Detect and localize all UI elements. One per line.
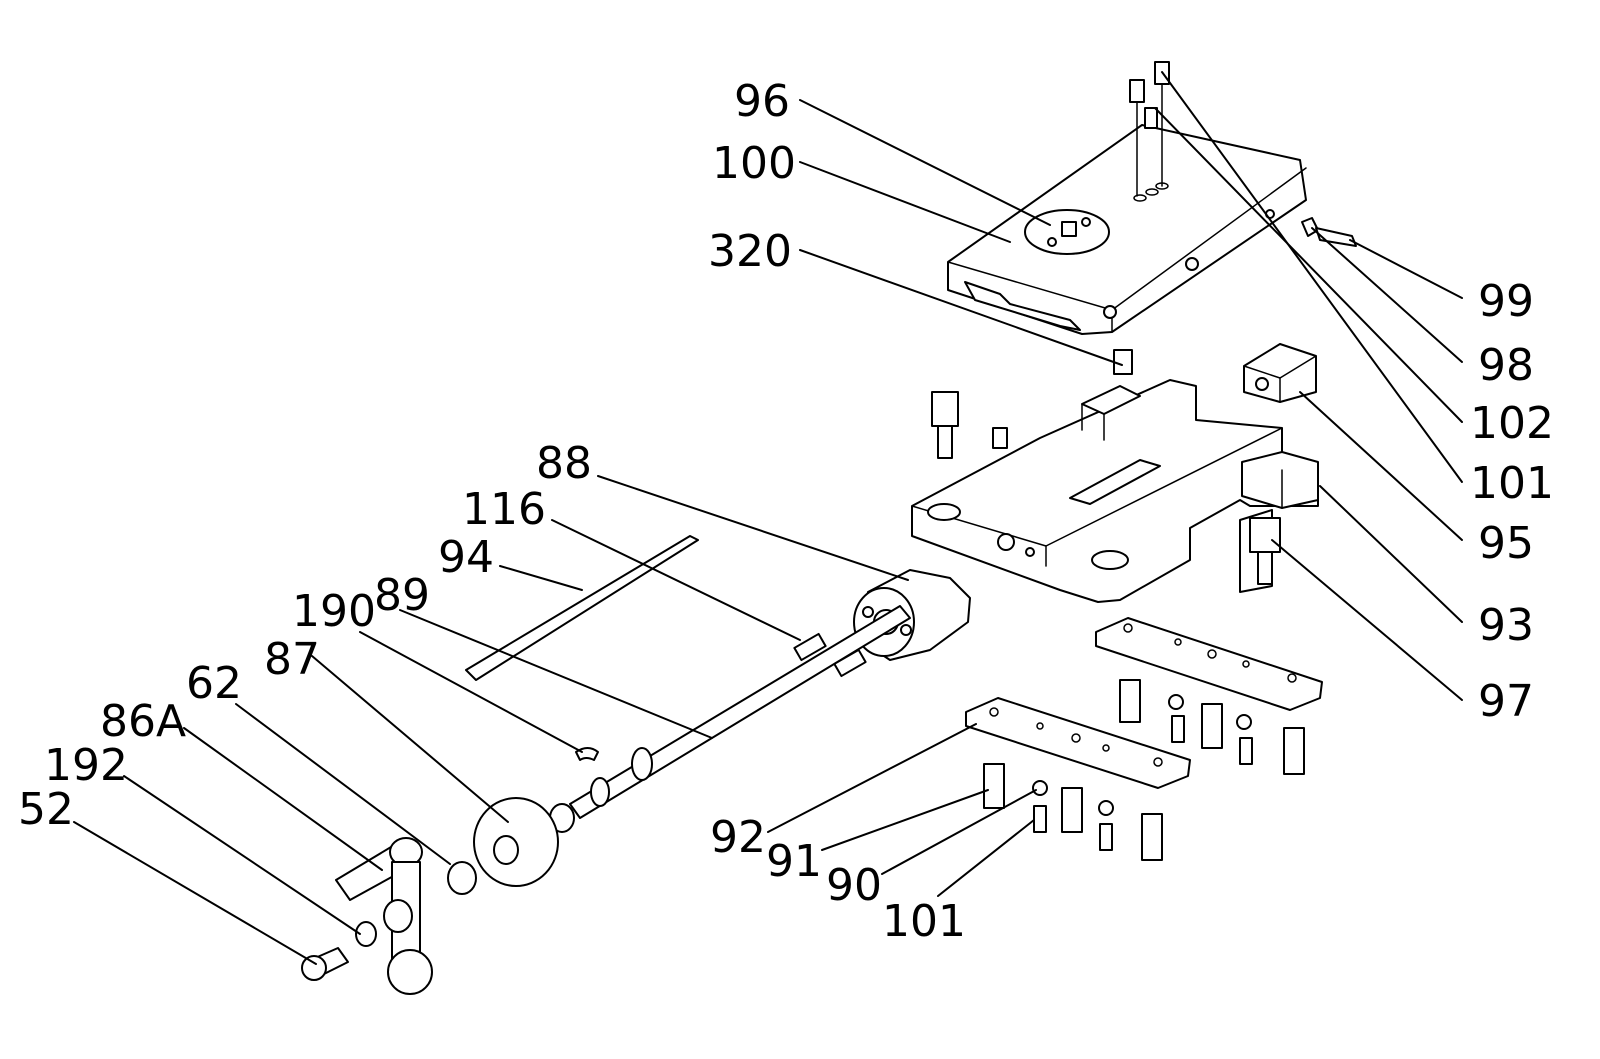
callout-101-bottom: 101	[882, 896, 966, 947]
callout-100: 100	[712, 138, 796, 189]
callout-320: 320	[708, 226, 792, 277]
callout-102: 102	[1470, 398, 1554, 449]
gib-screws-lower	[983, 763, 1163, 861]
callout-91: 91	[766, 836, 822, 887]
callout-97: 97	[1478, 676, 1534, 727]
callout-192: 192	[44, 740, 128, 791]
callout-95: 95	[1478, 518, 1534, 569]
top-plate	[947, 124, 1307, 335]
callout-86a: 86A	[100, 696, 186, 747]
callout-94: 94	[438, 532, 494, 583]
leader-lines	[73, 71, 1463, 965]
callout-116: 116	[462, 484, 546, 535]
slide-body	[911, 379, 1319, 603]
nut-block-88	[853, 569, 971, 661]
callout-88: 88	[536, 438, 592, 489]
callout-89: 89	[374, 570, 430, 621]
washer-192	[355, 921, 377, 947]
gib-screws-upper	[1119, 679, 1305, 775]
callout-101-top: 101	[1470, 458, 1554, 509]
side-pin	[1301, 217, 1357, 247]
callout-90: 90	[826, 860, 882, 911]
washer-62	[447, 861, 477, 895]
callout-62: 62	[186, 658, 242, 709]
callout-52: 52	[18, 784, 74, 835]
callout-92: 92	[710, 812, 766, 863]
screw-52	[301, 947, 349, 981]
callout-190: 190	[292, 586, 376, 637]
top-screws	[1129, 61, 1170, 197]
callout-96: 96	[734, 76, 790, 127]
lead-screw-89	[549, 605, 911, 833]
block-95	[1243, 343, 1317, 403]
callout-87: 87	[264, 634, 320, 685]
pin-320	[1113, 349, 1133, 375]
callout-labels: 96 100 320 99 98 102 101 95 93 97 88 116…	[18, 76, 1554, 947]
callout-99: 99	[1478, 276, 1534, 327]
callout-93: 93	[1478, 600, 1534, 651]
callout-98: 98	[1478, 340, 1534, 391]
gib-strips	[965, 617, 1323, 789]
handle-86a	[335, 837, 433, 995]
slide-screws	[931, 391, 1281, 585]
dial-87	[473, 797, 559, 887]
key-94	[465, 535, 699, 681]
small-screws-116	[793, 632, 867, 678]
